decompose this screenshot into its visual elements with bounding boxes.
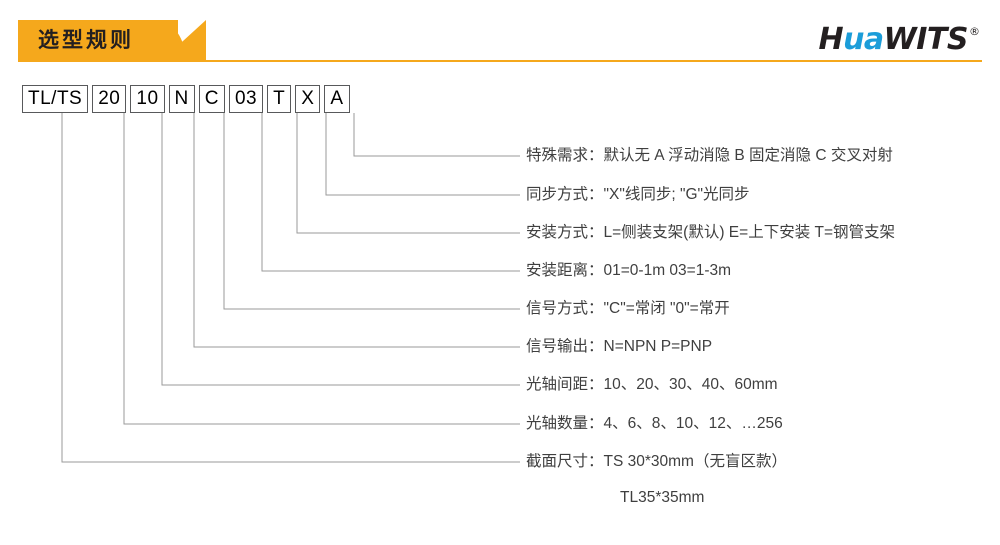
description-beam-count: 光轴数量：4、6、8、10、12、…256	[526, 415, 783, 432]
header-divider-rule	[18, 60, 982, 62]
leader-line-output	[193, 113, 520, 348]
description-signal-mode: 信号方式："C"=常闭 "0"=常开	[526, 300, 730, 317]
description-distance: 安装距离：01=0-1m 03=1-3m	[526, 262, 732, 279]
section-banner-slant	[160, 20, 206, 62]
leader-line-beam-count	[123, 113, 520, 425]
description-beam-pitch: 光轴间距：10、20、30、40、60mm	[526, 376, 778, 393]
leader-line-mounting	[296, 113, 520, 234]
page-title: 选型规则	[38, 29, 134, 52]
page-header: 选型规则 H ua WITS ®	[0, 0, 1000, 72]
leader-line-beam-pitch	[161, 113, 520, 386]
registered-trademark-icon: ®	[969, 25, 980, 38]
code-box-profile: 20	[92, 85, 127, 113]
logo-text-part1: H	[818, 22, 844, 57]
code-box-mounting: T	[267, 85, 292, 113]
description-output: 信号输出：N=NPN P=PNP	[526, 338, 713, 355]
code-box-sync: X	[295, 85, 321, 113]
code-box-special: A	[324, 85, 350, 113]
leader-line-signal-mode	[223, 113, 520, 310]
description-profile-size: 截面尺寸：TS 30*30mm（无盲区款）	[526, 453, 787, 470]
leader-line-sync	[325, 113, 520, 196]
description-sync: 同步方式："X"线同步; "G"光同步	[526, 186, 750, 203]
description-special: 特殊需求：默认无 A 浮动消隐 B 固定消隐 C 交叉对射	[526, 147, 893, 164]
leader-line-special	[353, 113, 520, 157]
logo-text-part3: WITS	[883, 22, 969, 57]
leader-line-profile-size	[61, 113, 520, 463]
code-box-distance: 03	[228, 85, 264, 113]
description-mounting: 安装方式：L=侧装支架(默认) E=上下安装 T=钢管支架	[526, 224, 896, 241]
model-code-row: TL/TS 20 10 N C 03 T X A	[22, 85, 350, 113]
description-profile-size-continued: TL35*35mm	[620, 489, 705, 506]
code-box-beam-count: 10	[130, 85, 165, 113]
brand-logo: H ua WITS ®	[818, 24, 980, 58]
code-box-signal-mode: C	[198, 85, 225, 113]
logo-text-part2: ua	[843, 22, 884, 57]
code-box-output: N	[168, 85, 195, 113]
code-box-series: TL/TS	[22, 85, 89, 113]
leader-line-distance	[261, 113, 520, 272]
